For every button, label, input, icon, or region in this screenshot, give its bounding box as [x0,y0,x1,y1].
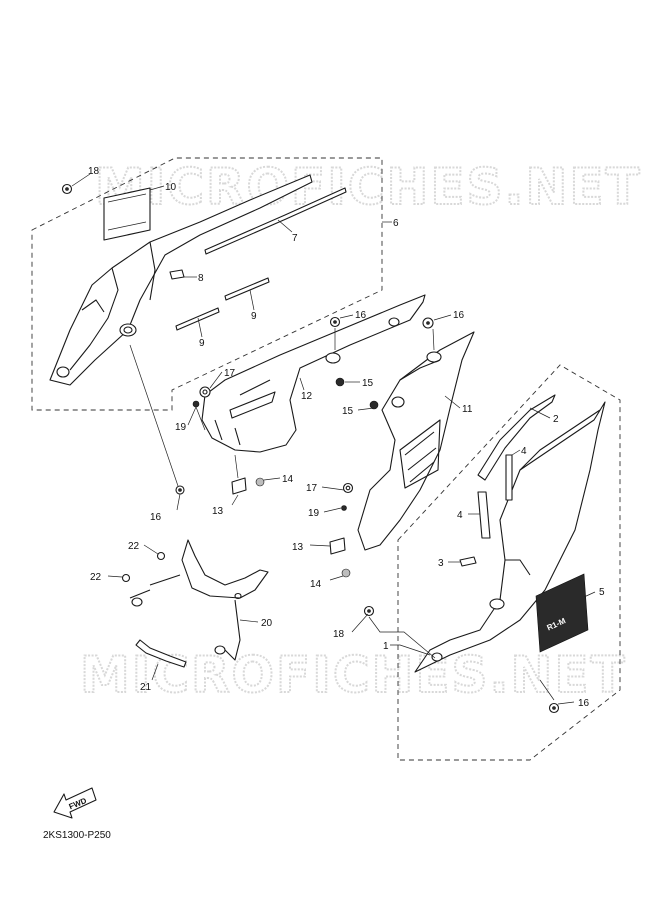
callout-13b: 13 [292,542,304,553]
strip-part-4a [505,454,513,501]
watermark-top: MICROFICHES.NET [95,158,642,216]
screw-part-18b [363,605,375,617]
lower-bracket-part-20 [129,539,269,661]
callout-4b: 4 [457,510,463,521]
callout-18: 18 [88,166,100,177]
diagram-code: 2KS1300-P250 [43,830,111,841]
stripe-part-7 [204,187,347,255]
nut-part-15b [369,400,379,410]
callout-16c: 16 [150,512,162,523]
screw-part-16d [548,702,560,714]
fwd-arrow-icon: FWD [53,787,97,819]
seat-cowl-part [49,174,313,386]
watermark-bottom: MICROFICHES.NET [80,646,627,704]
callout-2: 2 [553,414,559,425]
callout-4a: 4 [521,446,527,457]
screw-part-16a [329,316,341,328]
callout-10: 10 [165,182,177,193]
callout-12: 12 [301,391,313,402]
callout-22b: 22 [90,572,102,583]
callout-16b: 16 [453,310,465,321]
callout-22a: 22 [128,541,140,552]
callout-21: 21 [140,682,152,693]
screw-part-16b [422,317,434,329]
clip-part-3 [459,556,477,567]
trim-part-2 [477,394,556,481]
decal-part-5: R1-M [535,573,589,653]
nut-part-19a [192,400,200,408]
callout-18b: 18 [333,629,345,640]
side-panel-part-11 [357,331,475,551]
screw-part-16c [175,485,185,495]
callout-5: 5 [599,587,605,598]
callout-8: 8 [198,273,204,284]
callout-17a: 17 [224,368,236,379]
callout-19b: 19 [308,508,320,519]
strip-part-9b [175,307,220,331]
clip-part-8 [169,269,185,280]
clip-part-13b [329,537,346,555]
callout-3: 3 [438,558,444,569]
callout-15b: 15 [342,406,354,417]
clip-part-13a [231,477,247,495]
callout-9b: 9 [199,338,205,349]
callout-17b: 17 [306,483,318,494]
callout-16a: 16 [355,310,367,321]
callout-15a: 15 [362,378,374,389]
callout-13a: 13 [212,506,224,517]
group-boundary-side-cover [397,364,621,761]
inner-panel-part-12 [201,294,426,453]
leader-lines [71,173,596,705]
nut-part-22b [121,573,131,583]
grommet-part-17a [199,386,211,398]
nut-part-22a [156,551,166,561]
grommet-part-17b [342,482,354,494]
nut-part-19b [341,505,347,511]
callout-14a: 14 [282,474,294,485]
callout-7: 7 [292,233,298,244]
nut-part-14a [255,477,265,487]
callout-19a: 19 [175,422,187,433]
strip-part-9a [224,277,270,301]
screw-part-18a [61,183,73,195]
callout-1: 1 [383,641,389,652]
callout-20: 20 [261,618,273,629]
callout-labels: 18 10 7 6 8 9 9 16 16 17 12 15 15 11 19 … [88,166,605,709]
callout-16d: 16 [578,698,590,709]
side-cover-part-1 [414,401,606,673]
callout-14b: 14 [310,579,322,590]
decal-part-10 [103,187,151,241]
group-boundary-seat-cowl [31,157,383,411]
hose-part-21 [135,639,187,668]
callout-9a: 9 [251,311,257,322]
callout-6: 6 [393,218,399,229]
nut-part-14b [341,568,351,578]
callout-11: 11 [462,404,473,415]
nut-part-15a [335,377,345,387]
strip-part-4b [477,491,491,539]
